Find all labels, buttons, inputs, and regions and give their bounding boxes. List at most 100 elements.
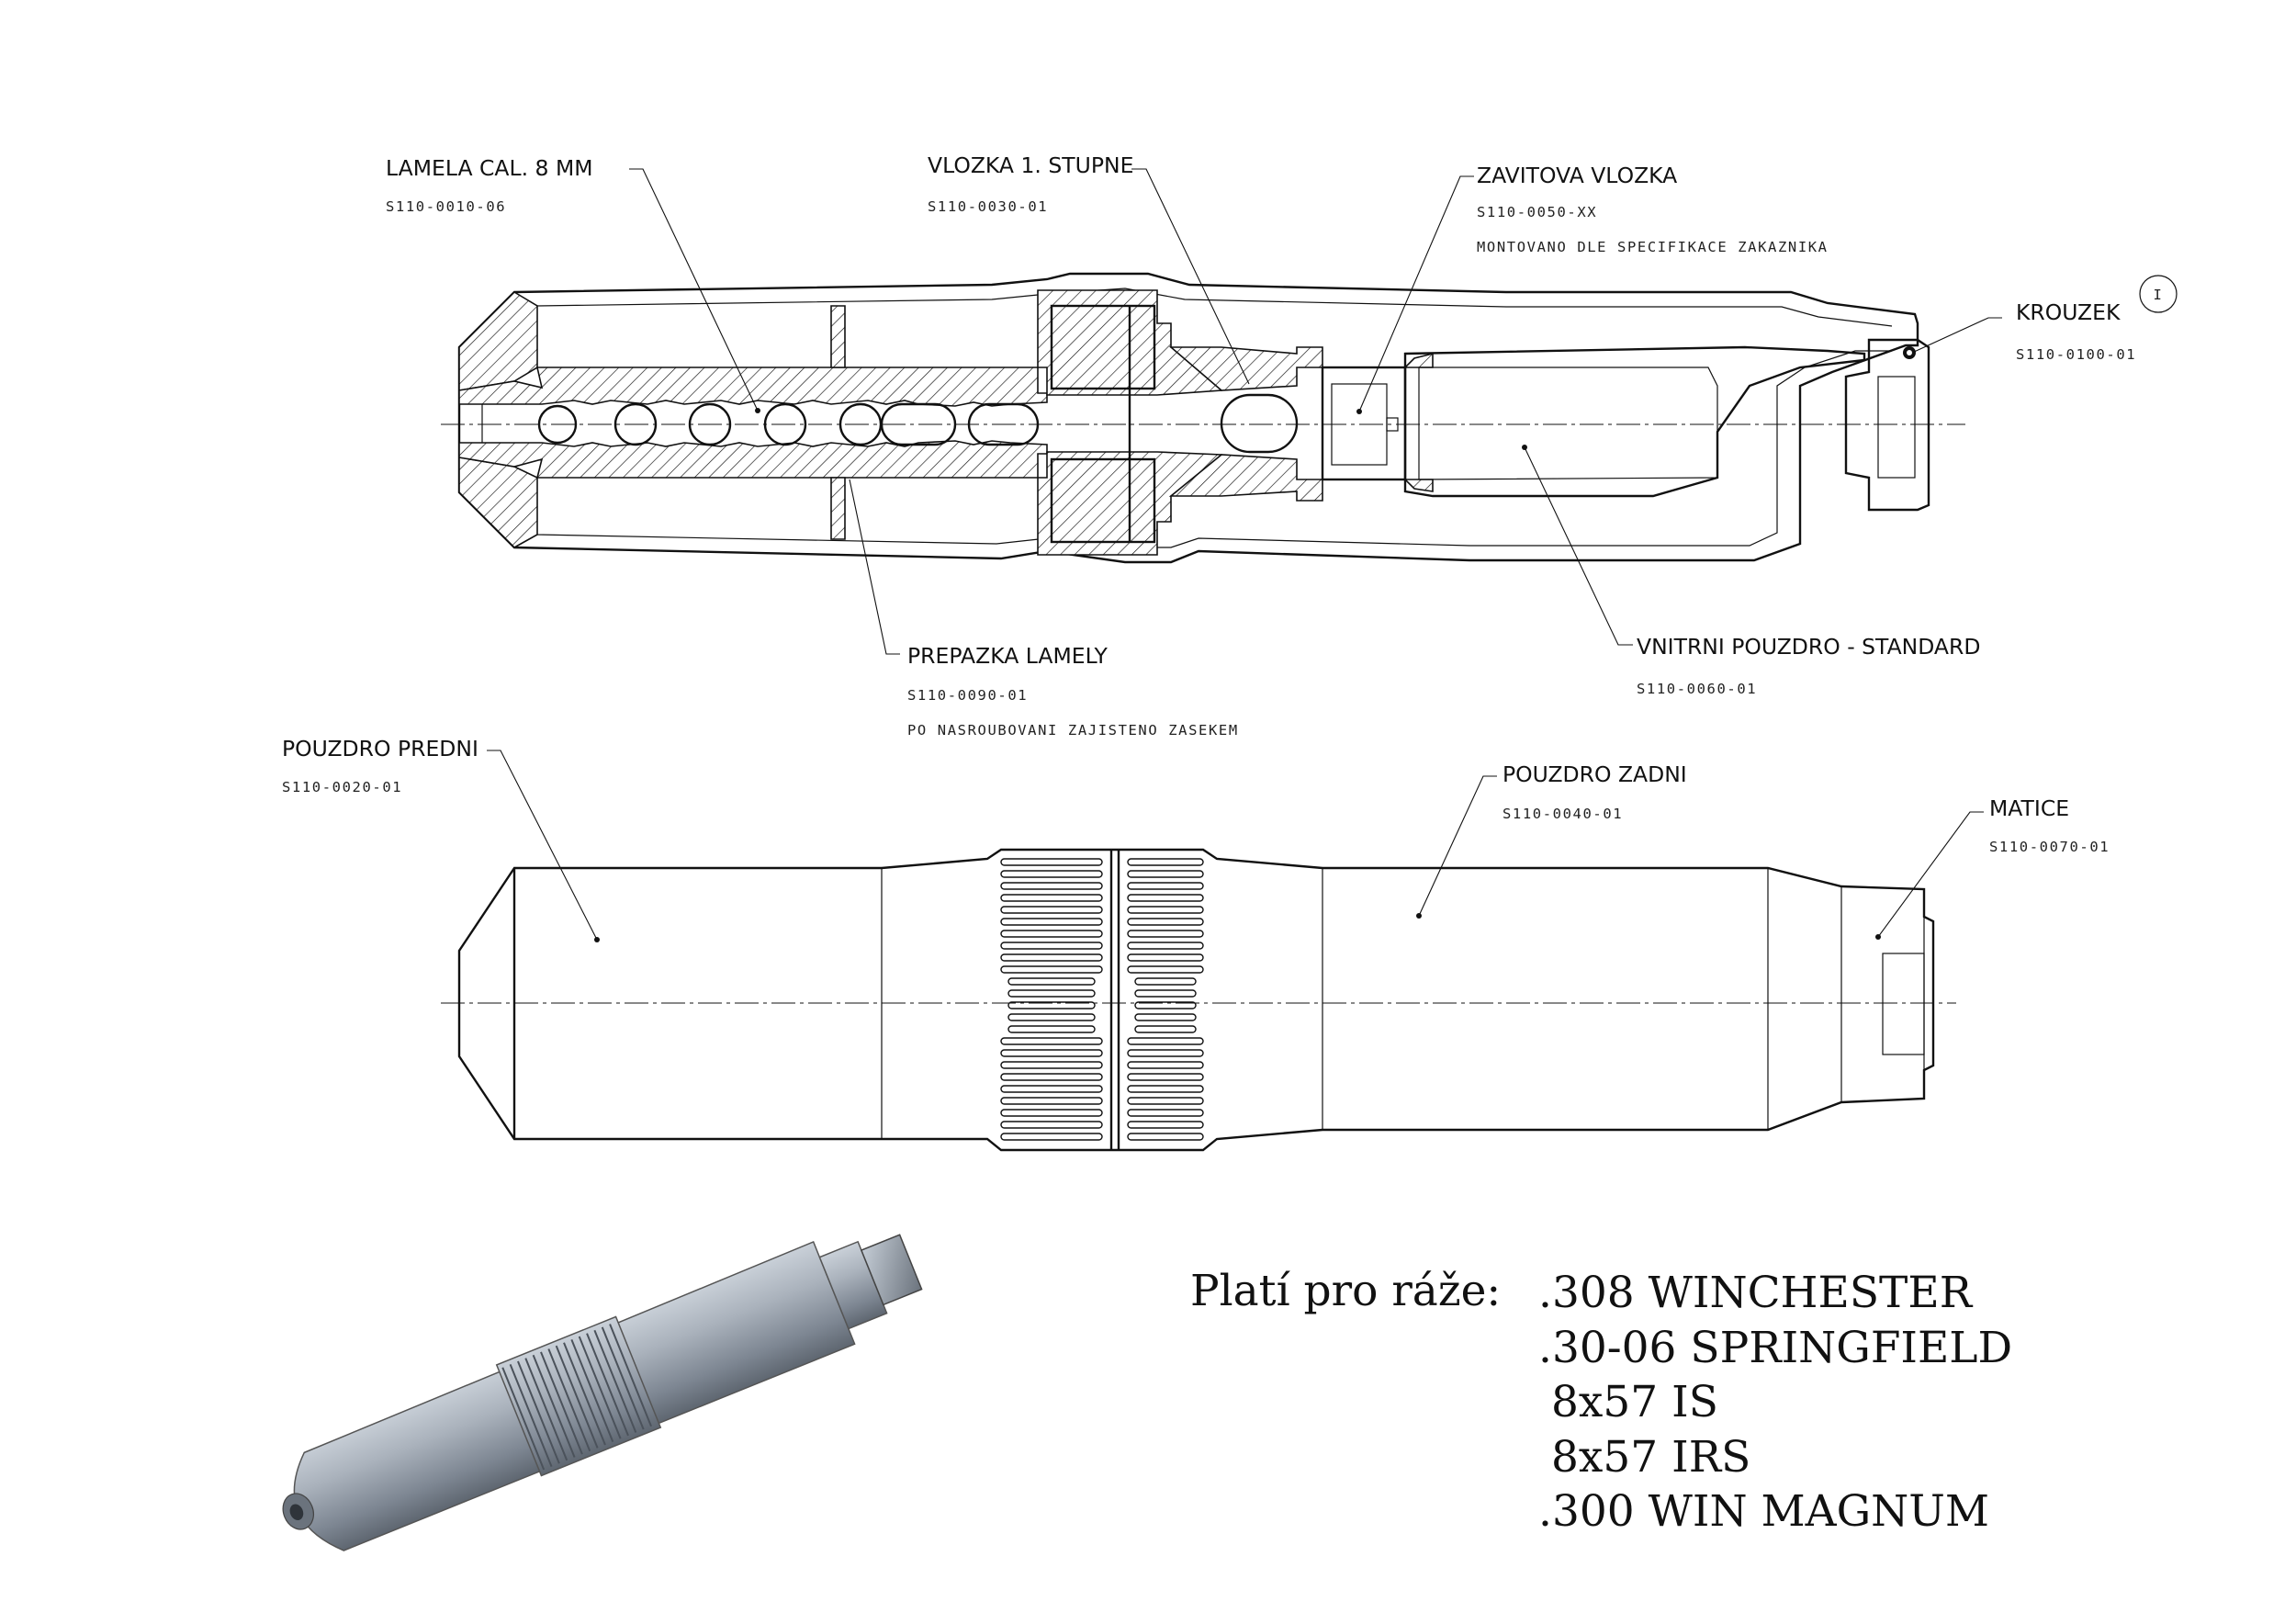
leader-lamela <box>629 168 759 412</box>
label-vnitrni: VNITRNI POUZDRO - STANDARD <box>1637 634 1980 660</box>
knurl-slot <box>1000 1121 1103 1129</box>
baffle-spacer-bottom <box>830 477 846 540</box>
knurl-slot <box>1127 882 1204 890</box>
label-lamela: LAMELA CAL. 8 MM <box>386 155 593 181</box>
rear-nut-section <box>1844 338 1930 512</box>
label-predni: POUZDRO PREDNI <box>282 736 478 761</box>
knurl-slot <box>1127 1037 1204 1045</box>
caliber-title: Platí pro ráže: <box>1190 1266 1502 1316</box>
code-zavitova: S110-0050-XX <box>1477 204 1597 220</box>
inner-sleeve <box>1403 345 1866 498</box>
knurl-slot <box>1127 930 1204 938</box>
note-prepazka: PO NASROUBOVANI ZAJISTENO ZASEKEM <box>907 722 1239 739</box>
exterior-outline <box>457 848 1935 1152</box>
knurl-slot <box>1007 1001 1096 1009</box>
render-knurl <box>501 1324 652 1471</box>
knurl-slot <box>1000 858 1103 866</box>
render-knurl-line <box>578 1336 622 1439</box>
caliber-item: .30-06 SPRINGFIELD <box>1538 1322 2013 1373</box>
label-matice: MATICE <box>1989 795 2069 821</box>
label-zadni: POUZDRO ZADNI <box>1503 761 1687 787</box>
knurl-slot <box>1127 1109 1204 1117</box>
knurl-slot <box>1007 1025 1096 1033</box>
caliber-item: .308 WINCHESTER <box>1538 1268 1973 1318</box>
knurl-slot <box>1127 870 1204 878</box>
code-prepazka: S110-0090-01 <box>907 687 1028 704</box>
knurl-slot <box>1134 989 1197 998</box>
baffle-stack-bottom <box>458 440 1048 479</box>
render-knurl-line <box>524 1358 568 1461</box>
knurl-slot <box>1127 906 1204 914</box>
baffle-stack-top <box>458 367 1048 407</box>
knurl-slot <box>1000 953 1103 962</box>
knurl-slot <box>1127 918 1204 926</box>
leader-predni <box>487 750 598 941</box>
leader-krouzek <box>1911 317 2002 354</box>
knurl-slot <box>1000 942 1103 950</box>
render-knurl-line <box>586 1333 629 1437</box>
knurl-slot <box>1134 977 1197 986</box>
render-knurl-line <box>540 1351 583 1455</box>
knurl-slot <box>1127 942 1204 950</box>
render-knurl-line <box>532 1354 576 1458</box>
section-view: I LAMELA CAL. 8 MM S110-0010-06 VLOZKA 1… <box>386 152 2178 739</box>
knurl-slot <box>1000 1049 1103 1057</box>
label-prepazka: PREPAZKA LAMELY <box>907 643 1109 669</box>
knurl-slot <box>1000 918 1103 926</box>
knurl-slot <box>1000 882 1103 890</box>
render-knurl-line <box>601 1326 645 1430</box>
leader-zavitova <box>1358 175 1474 412</box>
front-housing-inner-top <box>536 288 1893 327</box>
knurl-slot <box>1000 1037 1103 1045</box>
knurl-slot <box>1000 930 1103 938</box>
knurl-slot <box>1127 1061 1204 1069</box>
knurl-slot <box>1127 894 1204 902</box>
label-vlozka1: VLOZKA 1. STUPNE <box>928 152 1133 178</box>
render-knurl-line <box>570 1339 614 1443</box>
knurl-slot <box>1000 1073 1103 1081</box>
leader-matice <box>1877 811 1984 938</box>
knurl-slot <box>1000 1109 1103 1117</box>
render-knurl-line <box>593 1329 637 1433</box>
render-knurl-line <box>517 1360 560 1464</box>
knurl-grip-front <box>1000 858 1103 1141</box>
knurl-slot <box>1127 1121 1204 1129</box>
label-zavitova: ZAVITOVA VLOZKA <box>1477 163 1677 188</box>
render-knurl-line <box>563 1342 606 1446</box>
baffle-bores <box>537 402 1040 446</box>
leader-vlozka1 <box>1131 168 1250 385</box>
first-stage-chamber-bottom <box>1050 457 1156 544</box>
render-knurl-line <box>555 1345 599 1449</box>
knurl-slot <box>1127 1097 1204 1105</box>
knurl-slot <box>1134 1001 1197 1009</box>
render-knurl-line <box>609 1324 652 1427</box>
knurl-slot <box>1127 1049 1204 1057</box>
knurl-slot <box>1127 1073 1204 1081</box>
knurl-slot <box>1007 977 1096 986</box>
note-zavitova: MONTOVANO DLE SPECIFIKACE ZAKAZNIKA <box>1477 239 1829 255</box>
code-krouzek: S110-0100-01 <box>2016 346 2136 363</box>
knurl-slot <box>1000 965 1103 974</box>
label-krouzek: KROUZEK <box>2016 299 2121 325</box>
nut-flat <box>1882 953 1925 1055</box>
detail-marker-circle <box>2139 275 2178 313</box>
knurl-grip-rear <box>1127 858 1204 1141</box>
suppressor-3d-render <box>282 1234 923 1551</box>
front-cap-section-lower <box>458 457 538 548</box>
knurl-slot <box>1000 1061 1103 1069</box>
knurl-slot <box>1000 894 1103 902</box>
thread-insert-housing-bottom <box>1168 454 1434 502</box>
knurl-slot <box>1127 1133 1204 1141</box>
knurl-slot <box>1000 870 1103 878</box>
expansion-slot <box>1220 393 1299 454</box>
first-stage-chamber-top <box>1050 304 1156 390</box>
code-vlozka1: S110-0030-01 <box>928 198 1048 215</box>
knurl-slot <box>1000 1097 1103 1105</box>
code-predni: S110-0020-01 <box>282 779 402 795</box>
render-knurl-line <box>501 1367 546 1471</box>
baffle-spacer-top <box>830 305 846 368</box>
knurl-slot <box>1000 1085 1103 1093</box>
knurl-slot <box>1007 989 1096 998</box>
knurl-slot <box>1000 906 1103 914</box>
knurl-slot <box>1007 1013 1096 1021</box>
